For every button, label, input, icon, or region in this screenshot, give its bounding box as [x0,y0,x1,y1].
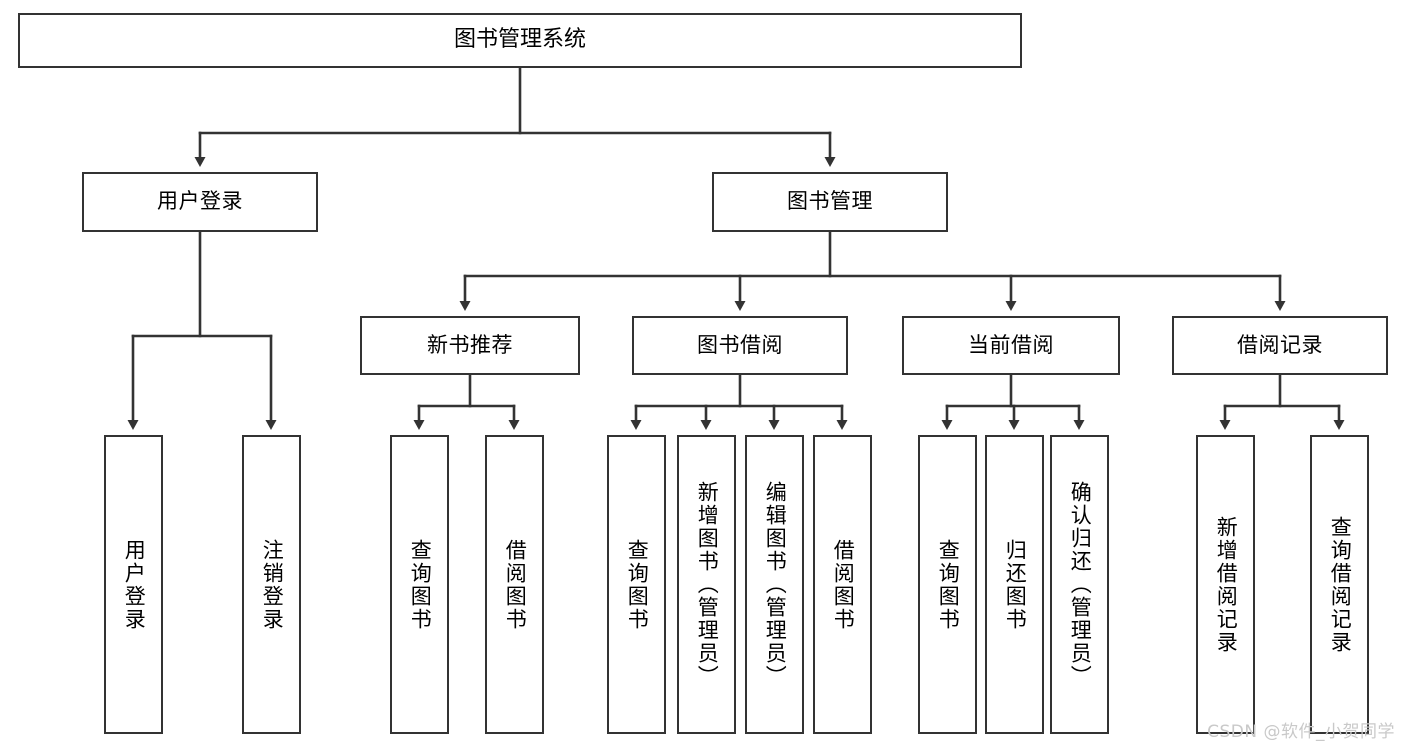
node-book-management[interactable]: 图书管理 [712,172,948,232]
node-label: 借阅图书 [503,538,528,631]
node-leaf-query-record[interactable]: 查询借阅记录 [1310,435,1369,734]
node-label: 查询图书 [936,538,961,631]
node-borrow-record[interactable]: 借阅记录 [1172,316,1388,375]
node-leaf-borrow-book-2[interactable]: 借阅图书 [813,435,872,734]
node-book-borrow[interactable]: 图书借阅 [632,316,848,375]
node-label: 图书管理 [787,189,873,214]
node-label: 确认归还（管理员） [1068,481,1093,688]
node-label: 查询借阅记录 [1328,515,1353,654]
node-label: 图书借阅 [697,332,783,357]
node-label: 新书推荐 [427,332,513,357]
node-label: 新增图书（管理员） [695,481,720,688]
node-leaf-user-login[interactable]: 用户登录 [104,435,163,734]
node-current-borrow[interactable]: 当前借阅 [902,316,1120,375]
node-leaf-query-book-3[interactable]: 查询图书 [918,435,977,734]
node-label: 用户登录 [122,538,147,631]
node-label: 查询图书 [408,538,433,631]
node-label: 借阅记录 [1237,332,1323,357]
node-leaf-edit-book[interactable]: 编辑图书（管理员） [745,435,804,734]
node-leaf-add-book[interactable]: 新增图书（管理员） [677,435,736,734]
node-label: 注销登录 [260,538,285,631]
node-label: 查询图书 [625,538,650,631]
node-system-title[interactable]: 图书管理系统 [18,13,1022,68]
node-leaf-query-book-1[interactable]: 查询图书 [390,435,449,734]
node-user-login[interactable]: 用户登录 [82,172,318,232]
node-leaf-add-record[interactable]: 新增借阅记录 [1196,435,1255,734]
node-leaf-return-book[interactable]: 归还图书 [985,435,1044,734]
node-label: 归还图书 [1003,538,1028,631]
node-label: 用户登录 [157,189,243,214]
node-leaf-borrow-book-1[interactable]: 借阅图书 [485,435,544,734]
node-label: 图书管理系统 [453,27,586,53]
node-label: 编辑图书（管理员） [763,481,788,688]
node-label: 当前借阅 [968,332,1054,357]
node-new-book-recommend[interactable]: 新书推荐 [360,316,580,375]
node-leaf-query-book-2[interactable]: 查询图书 [607,435,666,734]
node-leaf-confirm-return[interactable]: 确认归还（管理员） [1050,435,1109,734]
csdn-watermark: CSDN @软件_小贺同学 [1207,722,1395,742]
node-leaf-logout[interactable]: 注销登录 [242,435,301,734]
node-label: 新增借阅记录 [1214,515,1239,654]
node-label: 借阅图书 [831,538,856,631]
